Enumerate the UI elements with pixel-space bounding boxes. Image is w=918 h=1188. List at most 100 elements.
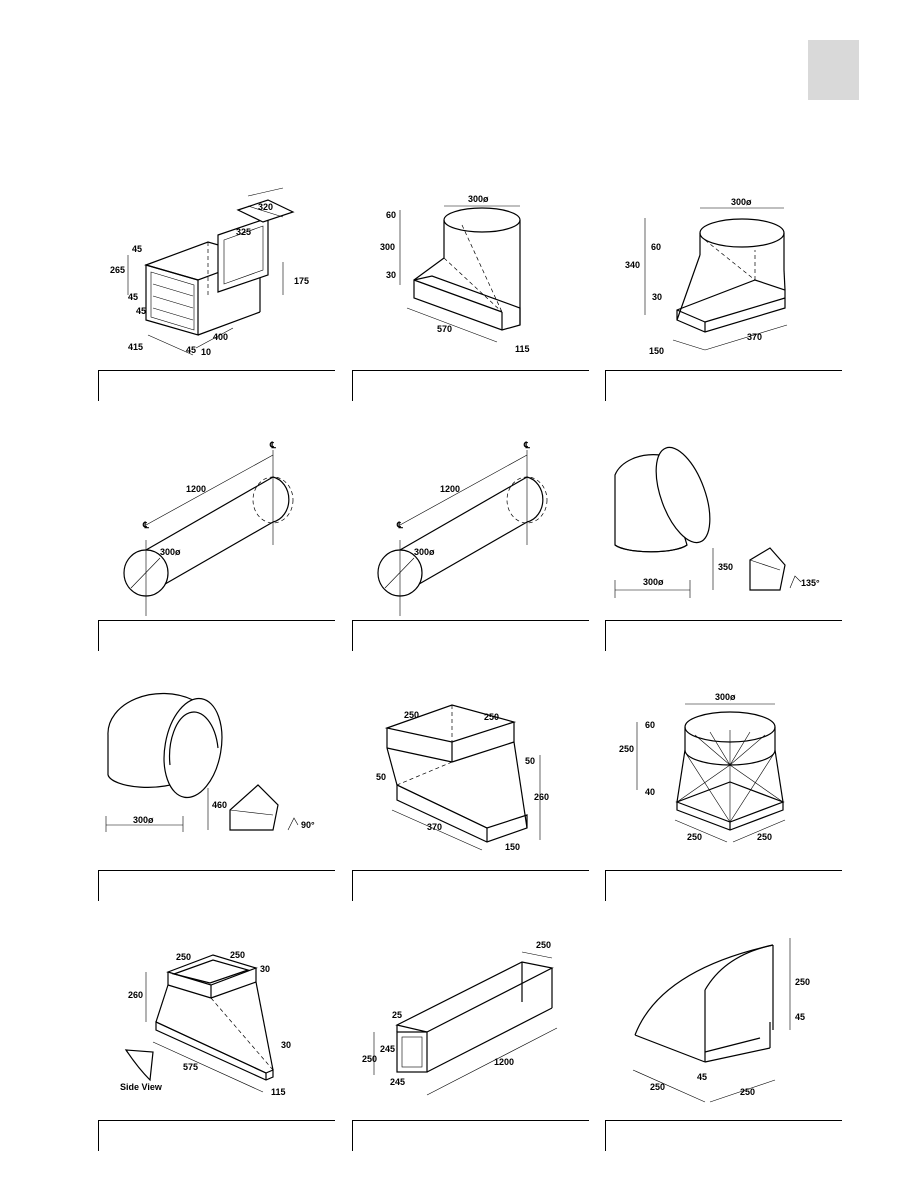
spec-item-7: 300ø 460 90° xyxy=(98,680,348,930)
spec-item-2: 300ø 60 300 30 570 115 xyxy=(352,180,602,430)
dim-label: 150 xyxy=(649,346,664,356)
dim-label: 320 xyxy=(258,202,273,212)
dim-label: ℄ xyxy=(269,440,276,450)
spec-item-6: 300ø 350 135° xyxy=(605,430,855,680)
dim-label: 50 xyxy=(376,772,386,782)
rect-offset-transition-drawing: 250 250 50 50 260 370 150 xyxy=(376,704,549,852)
item-label-box xyxy=(352,870,589,901)
dim-label: 250 xyxy=(362,1054,377,1064)
spec-item-12: 250 45 250 45 250 xyxy=(605,930,855,1180)
round-duct-1200-drawing: 1200 300ø ℄ ℄ xyxy=(377,440,548,616)
dim-label: 245 xyxy=(390,1077,405,1087)
dim-label: 250 xyxy=(619,744,634,754)
spec-item-1: 320 325 45 265 45 45 175 415 400 45 10 xyxy=(98,180,348,430)
dim-label: 350 xyxy=(718,562,733,572)
dim-label: 10 xyxy=(201,347,211,357)
dim-label: 250 xyxy=(740,1087,755,1097)
dim-label: 250 xyxy=(230,950,245,960)
dim-label: 60 xyxy=(386,210,396,220)
dim-label: ℄ xyxy=(142,520,149,530)
square-to-round-bend-drawing: 250 45 250 45 250 xyxy=(632,938,810,1103)
dim-label: 300ø xyxy=(731,197,752,207)
item-label-box xyxy=(605,1120,842,1151)
round-to-square-transition-drawing: 300ø 60 250 40 250 250 xyxy=(619,692,786,843)
dim-label: 60 xyxy=(651,242,661,252)
dim-label: 260 xyxy=(128,990,143,1000)
item-label-box xyxy=(352,620,589,651)
item-label-box xyxy=(98,620,335,651)
item-label-box xyxy=(605,370,842,401)
dim-label: 415 xyxy=(128,342,143,352)
dim-label: 370 xyxy=(427,822,442,832)
dim-label: 115 xyxy=(515,344,530,354)
side-view-caption: Side View xyxy=(120,1082,163,1092)
dim-label: 260 xyxy=(534,792,549,802)
dim-label: 300ø xyxy=(160,547,181,557)
spec-item-3: 300ø 60 340 30 150 370 xyxy=(605,180,855,430)
dim-label: 250 xyxy=(650,1082,665,1092)
dim-label: 250 xyxy=(404,710,419,720)
dim-label: ℄ xyxy=(523,440,530,450)
dim-label: 45 xyxy=(128,292,138,302)
dim-label: 300ø xyxy=(643,577,664,587)
bend-90-drawing: 300ø 460 90° xyxy=(105,692,315,832)
dim-label: 575 xyxy=(183,1062,198,1072)
dim-label: 570 xyxy=(437,324,452,334)
item-label-box xyxy=(98,870,335,901)
round-duct-1200-drawing: 1200 300ø ℄ ℄ xyxy=(123,440,294,616)
dim-label: 460 xyxy=(212,800,227,810)
dim-label: 400 xyxy=(213,332,228,342)
dim-label: 250 xyxy=(484,712,499,722)
rect-reducer-drawing: 250 250 30 260 30 575 115 Side View xyxy=(120,950,291,1097)
dim-label: 325 xyxy=(236,227,251,237)
rect-to-round-offset-drawing: 300ø 60 340 30 150 370 xyxy=(625,197,788,356)
item-label-box xyxy=(352,1120,589,1151)
section-tab xyxy=(808,40,859,100)
dim-label: 60 xyxy=(645,720,655,730)
spec-item-5: 1200 300ø ℄ ℄ xyxy=(352,430,602,680)
spec-item-11: 250 25 250 245 245 1200 xyxy=(352,930,602,1180)
spec-item-9: 300ø 60 250 40 250 250 xyxy=(605,680,855,930)
dim-label: 45 xyxy=(132,244,142,254)
dim-label: 300ø xyxy=(133,815,154,825)
dim-label: 30 xyxy=(652,292,662,302)
dim-label: 30 xyxy=(260,964,270,974)
square-duct-1200-drawing: 250 25 250 245 245 1200 xyxy=(362,940,558,1096)
dim-label: 1200 xyxy=(494,1057,514,1067)
dim-label: 25 xyxy=(392,1010,402,1020)
dim-label: 135° xyxy=(801,578,820,588)
dim-label: 300ø xyxy=(468,194,489,204)
dim-label: 265 xyxy=(110,265,125,275)
dim-label: 115 xyxy=(271,1087,286,1097)
dim-label: 250 xyxy=(757,832,772,842)
item-label-box xyxy=(98,1120,335,1151)
dim-label: 250 xyxy=(176,952,191,962)
dim-label: 340 xyxy=(625,260,640,270)
dim-label: 45 xyxy=(795,1012,805,1022)
dim-label: 30 xyxy=(386,270,396,280)
dim-label: 45 xyxy=(186,345,196,355)
dim-label: 40 xyxy=(645,787,655,797)
dim-label: ℄ xyxy=(396,520,403,530)
dim-label: 245 xyxy=(380,1044,395,1054)
spec-item-8: 250 250 50 50 260 370 150 xyxy=(352,680,602,930)
item-label-box xyxy=(605,870,842,901)
item-label-box xyxy=(605,620,842,651)
dim-label: 90° xyxy=(301,820,315,830)
dim-label: 30 xyxy=(281,1040,291,1050)
dim-label: 1200 xyxy=(440,484,460,494)
dim-label: 300ø xyxy=(414,547,435,557)
wall-outlet-box-drawing: 320 325 45 265 45 45 175 415 400 45 10 xyxy=(110,187,309,357)
dim-label: 370 xyxy=(747,332,762,342)
item-label-box xyxy=(352,370,589,401)
dim-label: 250 xyxy=(687,832,702,842)
spec-item-4: 1200 300ø ℄ ℄ xyxy=(98,430,348,680)
spec-item-10: 250 250 30 260 30 575 115 Side View xyxy=(98,930,348,1180)
dim-label: 250 xyxy=(795,977,810,987)
dim-label: 1200 xyxy=(186,484,206,494)
rect-to-round-transition-drawing: 300ø 60 300 30 570 115 xyxy=(380,194,530,354)
dim-label: 175 xyxy=(294,276,309,286)
dim-label: 50 xyxy=(525,756,535,766)
dim-label: 300ø xyxy=(715,692,736,702)
bend-135-drawing: 300ø 350 135° xyxy=(614,446,820,598)
